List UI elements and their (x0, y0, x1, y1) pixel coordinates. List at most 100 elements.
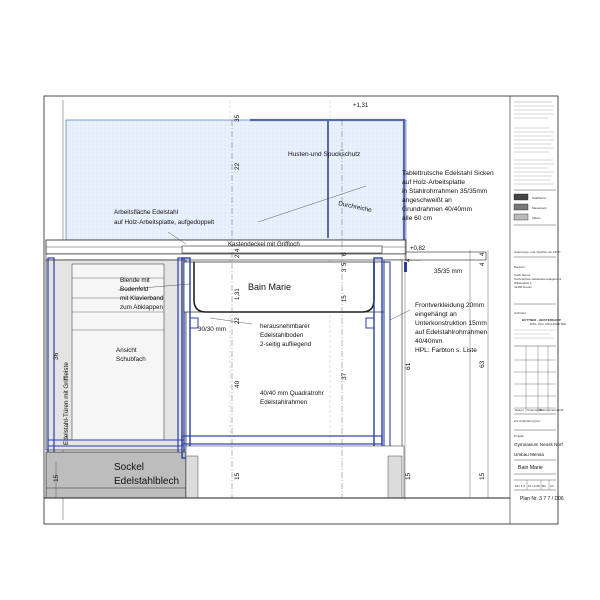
sig-col-unterschrift-1: Unterschrift (527, 408, 543, 412)
arbeitsflaeche-line2: auf Holz-Arbeitsplatte, aufgedoppelt (114, 219, 214, 226)
tablett-line4: angeschweißt an (402, 197, 452, 204)
dim-5: 5 (342, 262, 348, 266)
sockel-line2: Edelstahlblech (114, 476, 179, 487)
legend-altbau: Altbau (532, 216, 541, 220)
dim-40: 40 (234, 380, 241, 388)
bauherr-line4: 41460 Neuss (514, 285, 532, 289)
quadratrohr-line2: Edelstahlrahmen (260, 399, 308, 406)
blende-line4: zum Abklappen (120, 304, 164, 311)
legend-swatch-altbau (513, 213, 529, 221)
tueren-label: Edelstahl-Türen mit Griffleiste (63, 362, 70, 445)
aenderungen-label: Änderungs- und Tipfehler ab 24/7P (514, 250, 561, 254)
notes-block (514, 101, 556, 191)
arbeitsflaeche-line1: Arbeitsfläche Edelstahl (114, 209, 178, 216)
dim-15d: 15 (405, 472, 412, 480)
dim-4: 4 (235, 248, 241, 252)
front-line2: eingehängt an (415, 311, 457, 318)
dim-6: 6 (342, 252, 348, 256)
dim-3: 3 (342, 268, 348, 272)
signature-grid: Datum Unterschrift Datum Unterschrift (514, 346, 564, 412)
edelstahlboden-line3: 2-seitig aufliegend (260, 341, 312, 348)
sig-col-datum-1: Datum (515, 408, 524, 412)
dim-4c: 4 (480, 252, 486, 256)
dim-35: 35 (234, 114, 241, 122)
dim-22b: 22 (235, 317, 241, 324)
dim-right-label: +0,82 (410, 246, 426, 252)
ansicht-line1: Ansicht (116, 347, 137, 354)
front-line5: 40/40mm (415, 338, 443, 345)
plan-number: Plan Nr. 3 7 7 / D06 (520, 496, 564, 502)
front-panel (383, 259, 403, 461)
sig-col-unterschrift-2: Unterschrift (548, 408, 564, 412)
dim-15e: 15 (479, 472, 486, 480)
dim-15b: 15 (53, 474, 60, 482)
projekt-label: Projekt: (514, 434, 524, 438)
front-line1: Frontverkleidung 20mm (415, 302, 485, 309)
ansicht-line2: Schubfach (116, 356, 146, 363)
bauherr-label: Bauherr: (514, 265, 526, 269)
blende-line1: Blende mit (120, 277, 150, 284)
dimension-numbers: 22 35 4 2 1,31 22 15 40 37 61 63 36 15 1… (53, 114, 486, 482)
freigabe-label: Zur Ausführung frei: (514, 419, 541, 423)
bain-marie-label: Bain Marie (248, 282, 291, 292)
architekt-line1: BÜTTNER · HEISTERKAMP (522, 317, 561, 322)
dim-36: 36 (53, 352, 60, 360)
architekt-label: Architekt: (514, 311, 527, 315)
blende-line2: Bodenfeld (120, 286, 149, 293)
bauherr-line2: Technisches Gebäudemanagement (514, 277, 561, 281)
dim-37: 37 (341, 372, 348, 380)
dim-2: 2 (235, 254, 241, 258)
sockel-line1: Sockel (114, 462, 144, 473)
tablett-line3: in Stahlrohrrahmen 35/35mm (402, 188, 488, 195)
dim-15c: 15 (234, 472, 241, 480)
projekt-line1: Gymnasium Neuss Norf (514, 442, 563, 447)
dim-22a: 22 (234, 162, 241, 170)
tablett-line6: alle 60 cm (402, 215, 433, 222)
legend-swatch-stahlbeton (513, 193, 529, 201)
guard-tube (250, 118, 406, 240)
edelstahlboden-line1: herausnehmbarer (260, 323, 310, 330)
blende-line3: mit Klavierband (120, 295, 164, 302)
front-line6: HPL: Farbton s. Liste (415, 347, 477, 354)
row-datum: 15.12.08 (528, 484, 540, 488)
dim-4d: 4 (406, 258, 412, 262)
tablett-line2: auf Holz-Arbeitsplatte (402, 179, 465, 186)
architekt-line2: DIPL. ING. ARCHITEKTEN (530, 322, 566, 326)
husten-label: Husten-und Spuckschutz (288, 151, 360, 158)
row-bearbeiter: BU (542, 484, 546, 488)
tablett-line1: Tablettrutsche Edelstahl Sicken (402, 170, 494, 177)
sig-col-datum-2: Datum (539, 408, 548, 412)
legend-mauerwerk: Mauerwerk (532, 206, 547, 210)
section-drawing (44, 100, 510, 520)
profile-35-label: 35/35 mm (434, 268, 462, 275)
dim-15: 15 (342, 295, 348, 302)
sneeze-guard-glass (65, 119, 407, 241)
front-line3: Unterkonstruktion 15mm (415, 320, 487, 327)
tray-slide (405, 251, 487, 261)
dim-63: 63 (479, 360, 486, 368)
kastendeckel (181, 245, 383, 254)
projekt-line2: Umbau Mensa (514, 452, 544, 457)
sheet-frame (43, 95, 559, 525)
legend-swatch-mauerwerk (513, 203, 529, 211)
dim-61: 61 (405, 362, 412, 370)
plan-title: Bain Marie (518, 465, 543, 471)
bauherr-line3: Willetsplatz 1 (514, 281, 532, 285)
row-massstab: Mm 1:5 (515, 484, 525, 488)
dim-4b: 4 (480, 262, 486, 266)
front-line4: auf Edelstahlrohrrahmen (415, 329, 488, 336)
dim-top-label: +1,31 (353, 103, 369, 109)
sockel (45, 451, 187, 499)
quadratrohr-line1: 40/40 mm Quadratrohr (260, 390, 324, 397)
row-format: A3 (550, 484, 554, 488)
profile-30-label: 30/30 mm (198, 326, 226, 333)
legend-stahlbeton: Stahlbeton (532, 196, 547, 200)
title-block: Stahlbeton Mauerwerk Altbau Änderungs- u… (513, 101, 566, 502)
drawer-view (71, 263, 165, 441)
drawing-labels: +1,31 +0,82 Arbeitsfläche Edelstahl auf … (63, 103, 494, 487)
tablett-line5: Grundrahmen 40/40mm (402, 206, 473, 213)
edelstahlboden-line2: Edelstahlboden (260, 332, 304, 339)
dim-1-31: 1,31 (235, 288, 241, 300)
kastendeckel-label: Kastendeckel mit Griffloch (228, 241, 300, 248)
